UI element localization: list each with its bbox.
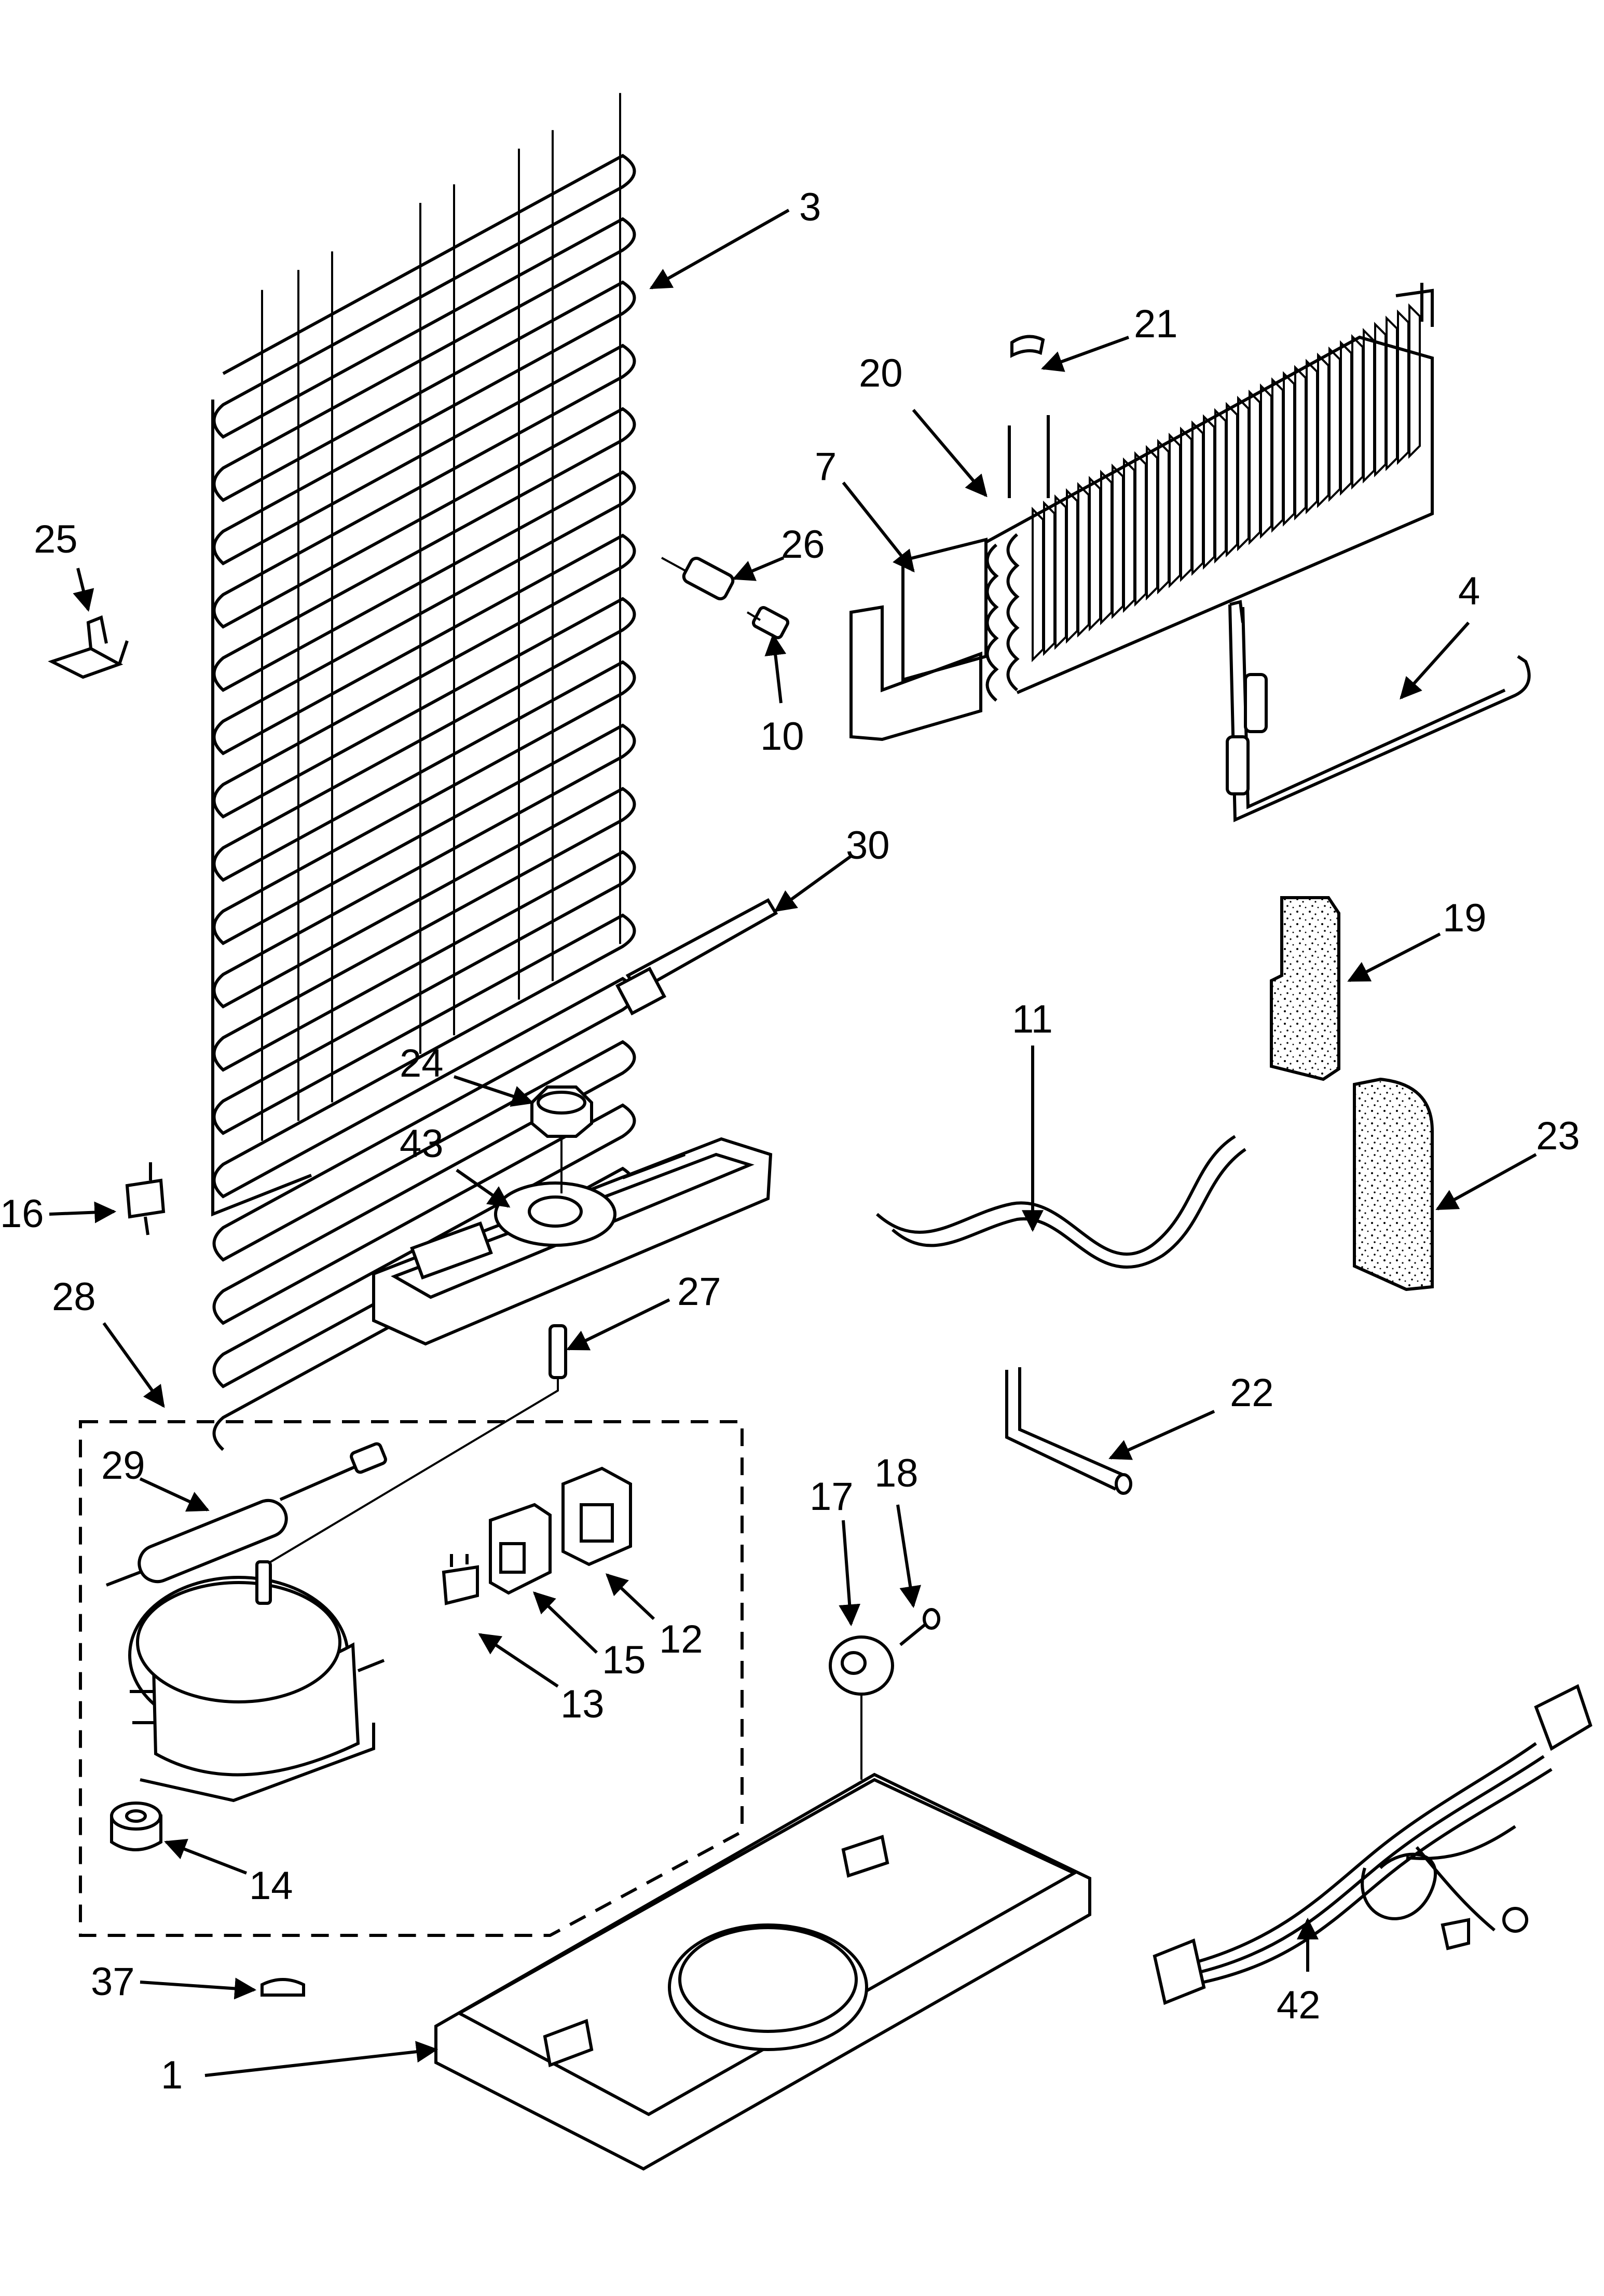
- clip-part-25: [48, 615, 129, 679]
- callout-17: 17: [810, 1475, 854, 1519]
- callout-7: 7: [815, 445, 837, 489]
- callout-29: 29: [101, 1443, 145, 1488]
- clip-part-37: [261, 1978, 305, 1997]
- tube-part-27: [261, 1324, 567, 1568]
- wire-harness-part-42: [1153, 1684, 1593, 2005]
- compressor: [128, 1560, 385, 1803]
- clip-part-16: [125, 1162, 166, 1235]
- callout-4: 4: [1458, 569, 1480, 613]
- cable-tie-part-30: [615, 898, 778, 1015]
- condenser-coil: [211, 93, 636, 1451]
- callout-3: 3: [799, 185, 821, 229]
- screw-part-18: [899, 1608, 940, 1646]
- evaporator-assembly: [849, 283, 1434, 741]
- screw-part-10: [746, 606, 790, 639]
- base-part-1: [434, 1772, 1091, 2171]
- tube-part-11: [876, 1135, 1246, 1269]
- callout-15: 15: [602, 1638, 646, 1682]
- callout-19: 19: [1443, 896, 1487, 940]
- callout-22: 22: [1230, 1371, 1274, 1415]
- cover-part-12: [561, 1466, 632, 1566]
- drier-part-29: [105, 1442, 387, 1587]
- drain-heater-part-4: [1226, 600, 1531, 822]
- drain-pan-part-43: [372, 1137, 773, 1346]
- callout-18: 18: [874, 1451, 918, 1495]
- callout-25: 25: [34, 517, 78, 561]
- callout-28: 28: [52, 1275, 96, 1319]
- compressor-kit-part-28: [79, 1420, 744, 1937]
- callout-1: 1: [161, 2053, 183, 2097]
- grommet-part-17: [829, 1635, 894, 1780]
- callout-30: 30: [846, 823, 890, 868]
- callout-27: 27: [677, 1270, 721, 1314]
- callout-14: 14: [249, 1864, 293, 1908]
- grommet-part-24: [530, 1085, 593, 1193]
- insulation-part-23: [1353, 1077, 1434, 1291]
- callout-11: 11: [1012, 997, 1053, 1041]
- callout-23: 23: [1536, 1114, 1580, 1158]
- grommet-part-14: [110, 1802, 162, 1851]
- callout-42: 42: [1277, 1983, 1321, 2027]
- tube-part-22: [1005, 1367, 1132, 1495]
- callout-20: 20: [859, 351, 903, 395]
- callout-21: 21: [1134, 302, 1178, 346]
- insulation-part-19: [1270, 896, 1340, 1081]
- callout-24: 24: [400, 1041, 444, 1085]
- callout-12: 12: [659, 1617, 703, 1661]
- callout-16: 16: [0, 1192, 44, 1236]
- callout-labels: 3 21 20 7 25 26 10 4 30 19 11 24 43 23 1…: [0, 185, 1580, 2097]
- relay-part-15: [489, 1503, 552, 1595]
- callout-10: 10: [760, 714, 804, 759]
- plug-part-26: [661, 557, 735, 600]
- callout-26: 26: [781, 523, 825, 567]
- overload-part-13: [442, 1554, 479, 1605]
- callout-43: 43: [400, 1122, 444, 1166]
- leader-lines: [49, 209, 1537, 2077]
- callout-13: 13: [560, 1682, 605, 1726]
- callout-37: 37: [91, 1960, 135, 2004]
